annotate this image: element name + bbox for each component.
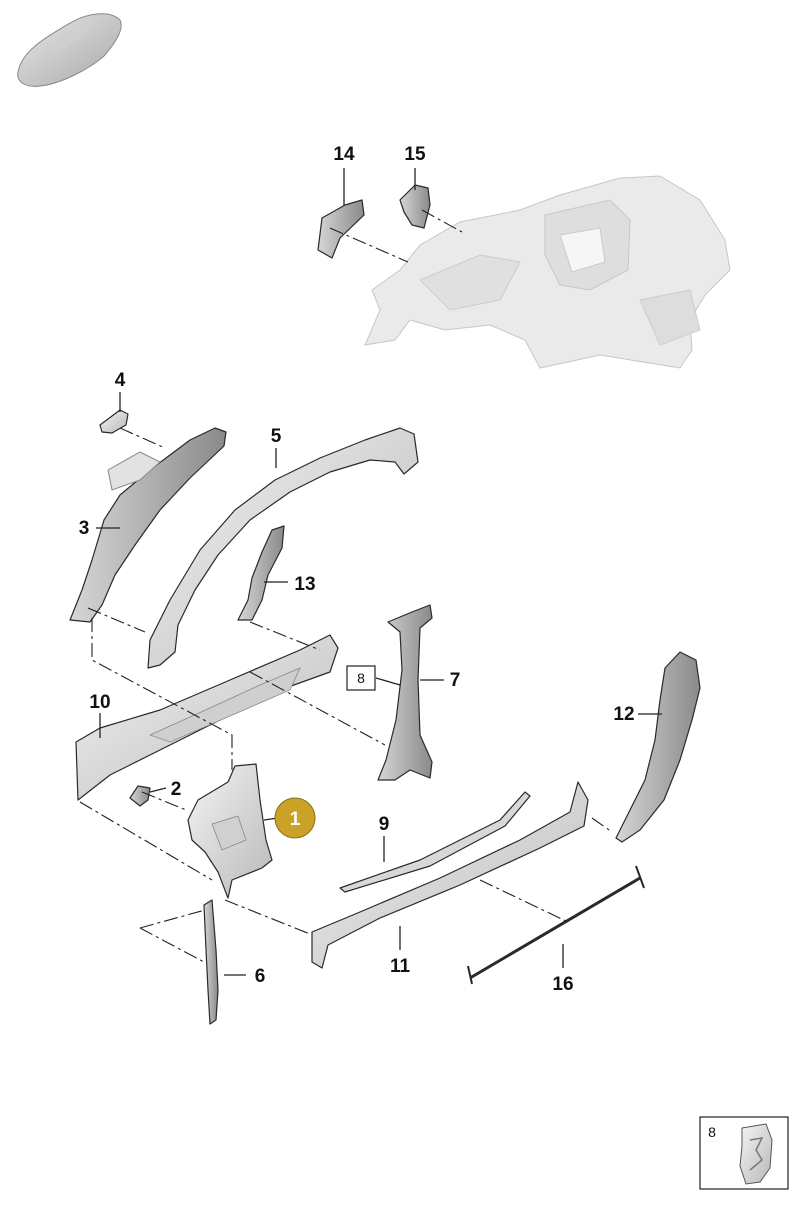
callout-5[interactable]: 5	[271, 426, 282, 447]
callout-9[interactable]: 9	[379, 814, 390, 835]
callout-16[interactable]: 16	[552, 974, 573, 995]
callout-4[interactable]: 4	[115, 370, 126, 391]
callout-labels: 14 15 4 3 5 13 7 10 2 6 9 11 12 16	[79, 144, 635, 995]
part-3-a-pillar[interactable]	[69, 427, 227, 623]
callout-1-highlight[interactable]: 1	[274, 797, 316, 839]
assembly-lines	[79, 209, 613, 963]
part-16-rod[interactable]	[467, 865, 645, 985]
callout-13[interactable]: 13	[294, 574, 315, 595]
part-6-rail[interactable]	[203, 899, 219, 1025]
part-9-bar[interactable]	[339, 791, 531, 893]
callout-10[interactable]: 10	[89, 692, 110, 713]
part-10-inner-sill[interactable]	[75, 634, 339, 801]
part-2-bracket[interactable]	[129, 785, 151, 807]
callout-1: 1	[290, 809, 301, 830]
part-11-outer-sill[interactable]	[311, 781, 589, 969]
rear-body-structure	[364, 175, 731, 369]
callout-7[interactable]: 7	[450, 670, 461, 691]
car-thumbnail-icon	[17, 13, 122, 87]
callout-15[interactable]: 15	[404, 144, 426, 165]
inset-panel-8[interactable]: 8	[699, 1116, 789, 1190]
inset-part-icon	[739, 1123, 773, 1185]
part-1-panel[interactable]	[187, 763, 273, 899]
part-14-bracket[interactable]	[317, 199, 365, 259]
inset-label-8: 8	[708, 1124, 716, 1140]
callout-12[interactable]: 12	[613, 704, 634, 725]
reference-label-8: 8	[357, 670, 365, 686]
callout-14[interactable]: 14	[333, 144, 355, 165]
callout-2[interactable]: 2	[171, 779, 182, 800]
part-13-brace[interactable]	[237, 525, 285, 621]
part-5-roof-rail[interactable]	[147, 427, 419, 669]
callout-11[interactable]: 11	[390, 956, 411, 977]
callout-6[interactable]: 6	[255, 966, 266, 987]
leader-lines	[96, 168, 662, 976]
part-15-bracket[interactable]	[399, 184, 431, 229]
part-7-b-pillar[interactable]	[377, 604, 433, 781]
reference-box-8[interactable]: 8	[346, 665, 376, 691]
callout-3[interactable]: 3	[79, 518, 90, 539]
part-12-rear-pillar[interactable]	[615, 651, 701, 843]
